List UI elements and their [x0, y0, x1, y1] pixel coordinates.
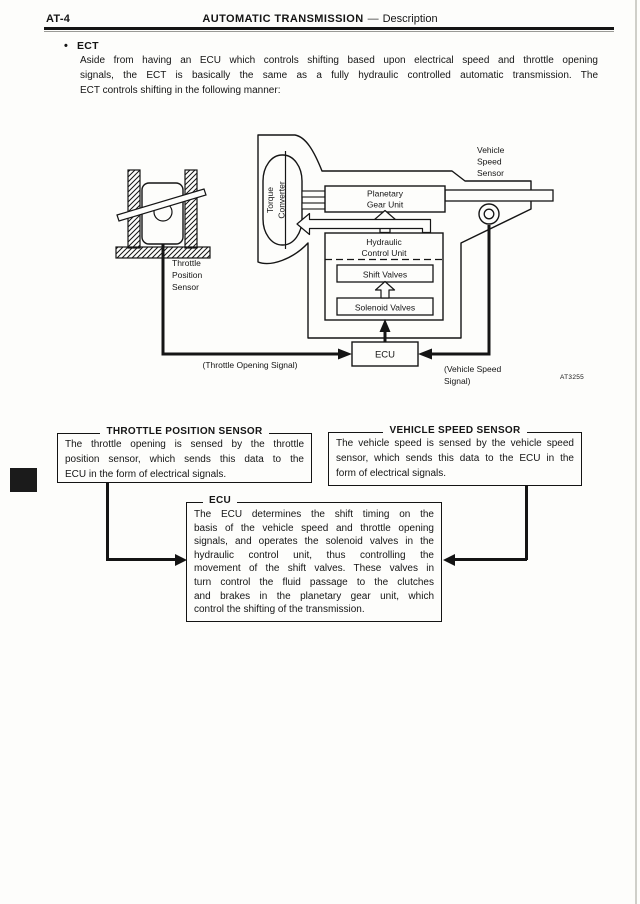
ect-heading: ECT — [77, 40, 99, 52]
throttle-sensor-callout: THROTTLE POSITION SENSOR The throttle op… — [57, 426, 312, 483]
tps-lever — [116, 188, 207, 222]
torque-converter-label: Torque Converter — [265, 181, 287, 218]
callout-line: signals, and operates the solenoid valve… — [194, 536, 434, 548]
throttle-sensor-callout-body: The throttle opening is sensed by the th… — [58, 434, 311, 482]
svg-text:Converter: Converter — [277, 181, 287, 218]
callout-line: movement of the shift valves. These valv… — [194, 563, 434, 575]
intro-line: ECT controls shifting in the following m… — [80, 85, 281, 96]
tps-label: Position — [172, 270, 203, 280]
arrow-solenoid-to-shift — [374, 280, 396, 299]
vehicle-sensor-callout: VEHICLE SPEED SENSOR The vehicle speed i… — [328, 425, 582, 486]
page-title-main: AUTOMATIC TRANSMISSION — [202, 13, 364, 25]
callout-line: form of electrical signals. — [336, 468, 447, 479]
input-shaft-lower — [301, 202, 326, 210]
connector-vehicle-horizontal — [452, 558, 527, 561]
tps-label: Sensor — [172, 282, 199, 292]
tps-label: Throttle — [172, 258, 201, 268]
callout-line: turn control the fluid passage to the cl… — [194, 576, 434, 588]
hcu-label: Control Unit — [362, 248, 408, 258]
hcu-label: Hydraulic — [366, 237, 402, 247]
callout-line: hydraulic control unit, thus controlling… — [194, 549, 434, 561]
ecu-callout: ECU The ECU determines the shift timing … — [186, 495, 442, 622]
callout-line: position sensor, which sends this data t… — [65, 454, 304, 465]
ecu-box — [351, 341, 419, 367]
output-shaft — [444, 189, 554, 202]
tps-right-wall — [184, 169, 198, 249]
callout-line: and brakes in the planetary gear unit, w… — [194, 590, 434, 602]
page-edge-line — [635, 0, 637, 904]
callout-line: The throttle opening is sensed by the th… — [65, 439, 304, 450]
throttle-signal-arrowhead — [338, 348, 352, 360]
bullet-glyph: • — [64, 40, 68, 52]
vss-label: Sensor — [477, 168, 504, 178]
connector-throttle-horizontal — [106, 558, 177, 561]
callout-line: ECU in the form of electrical signals. — [65, 469, 227, 480]
page-title: AUTOMATIC TRANSMISSION—Description — [0, 13, 640, 25]
arrow-hcu-to-torque-converter — [296, 212, 432, 236]
throttle-signal-wire — [161, 244, 339, 356]
vss-label: Vehicle — [477, 145, 505, 155]
callout-line: control the shifting of the transmission… — [194, 604, 365, 616]
section-tab-marker — [10, 468, 37, 492]
ecu-to-hcu-arrowhead — [379, 319, 391, 332]
connector-throttle-vertical — [106, 482, 109, 560]
shift-valves-label: Shift Valves — [363, 270, 407, 280]
intro-line: Aside from having an ECU which controls … — [80, 55, 598, 66]
page-code: AT-4 — [46, 13, 71, 25]
page-title-separator: — — [367, 13, 379, 25]
vehicle-sensor-callout-body: The vehicle speed is sensed by the vehic… — [329, 433, 581, 481]
transmission-schematic: Torque Converter Planetary Gear Unit Hyd… — [115, 134, 584, 386]
figure-code: AT3255 — [560, 374, 584, 381]
intro-line: signals, the ECT is basically the same a… — [80, 70, 598, 81]
throttle-sensor-callout-title: THROTTLE POSITION SENSOR — [58, 426, 311, 437]
header-rule — [44, 27, 614, 30]
ecu-callout-body: The ECU determines the shift timing on t… — [187, 503, 441, 617]
ecu-label: ECU — [375, 350, 395, 361]
throttle-signal-caption: (Throttle Opening Signal) — [203, 360, 298, 370]
planetary-label: Gear Unit — [367, 200, 404, 210]
connector-vehicle-vertical — [525, 485, 528, 560]
vehicle-signal-caption: (Vehicle Speed — [444, 364, 501, 374]
connector-throttle-arrowhead — [175, 553, 187, 566]
connector-vehicle-arrowhead — [443, 553, 455, 566]
vss-label: Speed — [477, 157, 502, 167]
vehicle-signal-caption: Signal) — [444, 376, 471, 386]
vehicle-signal-wire — [431, 225, 491, 356]
callout-line: sensor, which sends this data to the ECU… — [336, 453, 574, 464]
header-rule-shadow — [44, 30, 614, 32]
svg-text:Torque: Torque — [265, 187, 275, 213]
planetary-label: Planetary — [367, 189, 404, 199]
vehicle-sensor-callout-title: VEHICLE SPEED SENSOR — [329, 425, 581, 436]
solenoid-valves-label: Solenoid Valves — [355, 303, 415, 313]
vehicle-signal-arrowhead — [418, 348, 432, 360]
torque-converter-shape — [262, 154, 303, 246]
speed-sensor-inner-ring — [483, 208, 495, 220]
callout-line: The ECU determines the shift timing on t… — [194, 509, 434, 520]
page-title-section: Description — [382, 13, 438, 25]
input-shaft-upper — [301, 190, 326, 198]
intro-paragraph: Aside from having an ECU which controls … — [80, 53, 598, 98]
callout-line: The vehicle speed is sensed by the vehic… — [336, 438, 574, 449]
ecu-callout-title: ECU — [203, 495, 238, 506]
callout-line: basis of the vehicle speed and throttle … — [194, 522, 434, 534]
